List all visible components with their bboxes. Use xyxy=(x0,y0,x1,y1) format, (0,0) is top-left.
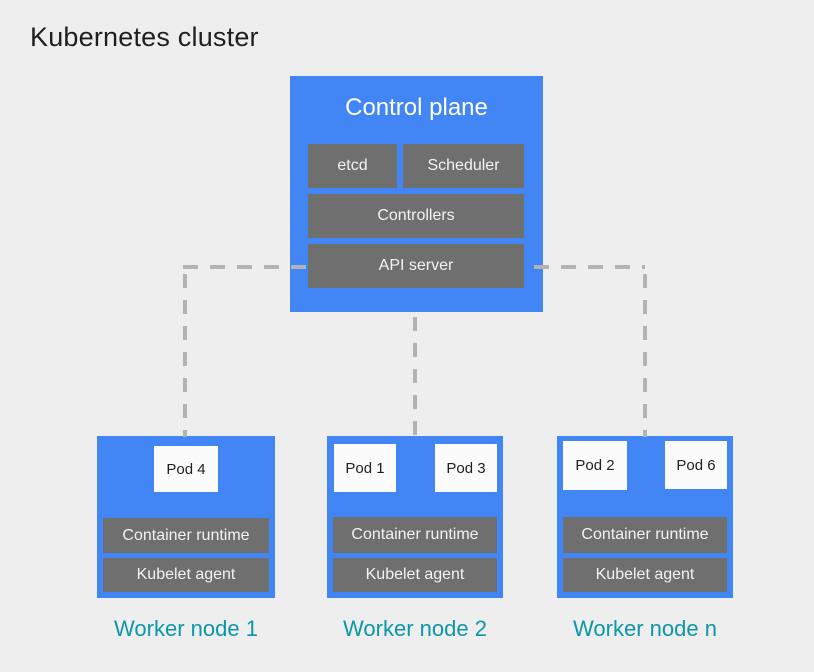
worker-node-1-label: Worker node 1 xyxy=(114,616,258,641)
component-container-runtime: Container runtime xyxy=(103,518,269,553)
control-plane-title: Control plane xyxy=(345,94,488,121)
component-kubelet-agent: Kubelet agent xyxy=(563,558,727,592)
component-container-runtime: Container runtime xyxy=(563,517,727,553)
pod-box: Pod 6 xyxy=(665,441,727,489)
component-api-server: API server xyxy=(308,244,524,288)
worker-node-n-label: Worker node n xyxy=(573,616,717,641)
component-kubelet-agent: Kubelet agent xyxy=(103,558,269,592)
worker-node-2-label: Worker node 2 xyxy=(343,616,487,641)
page-title: Kubernetes cluster xyxy=(30,22,259,52)
pod-box: Pod 4 xyxy=(154,446,218,492)
component-etcd: etcd xyxy=(308,144,397,188)
pod-box: Pod 3 xyxy=(435,444,497,492)
component-controllers: Controllers xyxy=(308,194,524,238)
component-scheduler: Scheduler xyxy=(403,144,524,188)
pod-box: Pod 2 xyxy=(563,441,627,490)
component-container-runtime: Container runtime xyxy=(333,517,497,553)
pod-box: Pod 1 xyxy=(334,444,396,492)
component-kubelet-agent: Kubelet agent xyxy=(333,558,497,592)
